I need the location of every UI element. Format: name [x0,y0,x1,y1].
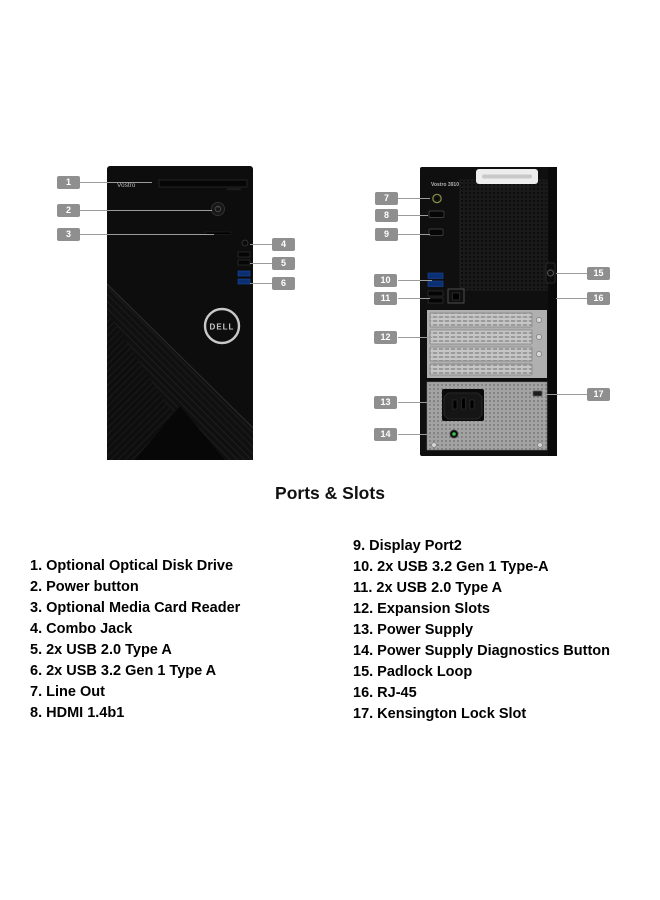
legend-item-12: 12. Expansion Slots [353,601,490,617]
callout-label-12: 12 [374,331,397,344]
callout-line-17 [544,394,587,395]
padlock-loop [545,262,556,284]
callout-label-6: 6 [272,277,295,290]
callout-line-12 [398,337,432,338]
legend-item-6: 6. 2x USB 3.2 Gen 1 Type A [30,663,217,679]
callout-line-8 [398,215,428,216]
media-card-reader [204,231,232,235]
psu-diagnostics-button [449,429,459,439]
optical-disk-drive [158,179,248,191]
dell-logo-text: DELL [210,323,235,332]
legend-item-13: 13. Power Supply [353,622,474,638]
callout-line-11 [398,298,430,299]
callout-label-13: 13 [374,396,397,409]
displayport [428,228,444,236]
callout-line-13 [398,402,438,403]
front-tower-svg: Vostro [106,166,254,460]
back-usb3-ports [427,272,444,287]
callout-label-7: 7 [375,192,398,205]
legend-item-5: 5. 2x USB 2.0 Type A [30,642,172,658]
legend-left-column: 1. Optional Optical Disk Drive 2. Power … [30,556,240,724]
power-supply [426,381,548,451]
callout-label-5: 5 [272,257,295,270]
callout-line-3 [80,234,214,235]
legend-item-15: 15. Padlock Loop [353,664,473,680]
callout-line-15 [556,273,587,274]
legend-item-2: 2. Power button [30,579,139,595]
callout-line-5 [250,263,272,264]
callout-label-4: 4 [272,238,295,251]
legend-item-17: 17. Kensington Lock Slot [353,706,527,722]
power-button [211,202,225,216]
line-out-jack [432,193,442,204]
legend-item-14: 14. Power Supply Diagnostics Button [353,643,611,659]
expansion-slots [427,310,547,378]
front-brand-label: Vostro [117,182,136,189]
callout-line-1 [80,182,152,183]
legend-item-9: 9. Display Port2 [353,538,462,554]
callout-line-16 [556,298,587,299]
back-tower-svg: Vostro 3910 [420,167,557,456]
callout-label-14: 14 [374,428,397,441]
back-model-label: Vostro 3910 [431,182,459,188]
back-frame-edge [548,167,557,456]
callout-line-2 [80,210,212,211]
vent-grille [459,179,548,291]
back-usb2-ports [427,290,444,304]
callout-label-9: 9 [375,228,398,241]
legend-item-4: 4. Combo Jack [30,621,133,637]
callout-label-10: 10 [374,274,397,287]
legend-item-11: 11. 2x USB 2.0 Type A [353,580,503,596]
legend-item-1: 1. Optional Optical Disk Drive [30,558,234,574]
legend-item-3: 3. Optional Media Card Reader [30,600,241,616]
callout-line-7 [398,198,430,199]
callout-label-2: 2 [57,204,80,217]
rj45-port [447,288,465,304]
callout-line-14 [398,434,448,435]
front-usb2-ports [237,251,251,266]
callout-label-17: 17 [587,388,610,401]
dell-logo: DELL [203,307,241,345]
section-title: Ports & Slots [275,483,385,503]
callout-label-15: 15 [587,267,610,280]
legend-item-10: 10. 2x USB 3.2 Gen 1 Type-A [353,559,549,575]
callout-label-1: 1 [57,176,80,189]
front-tower-image: Vostro [106,166,254,465]
top-handle [476,169,538,184]
kensington-lock-slot [532,390,543,397]
combo-jack [241,239,249,247]
callout-label-16: 16 [587,292,610,305]
front-chevron [135,406,225,460]
callout-label-3: 3 [57,228,80,241]
front-texture-seam [106,283,254,429]
callout-line-4 [250,244,272,245]
legend-item-8: 8. HDMI 1.4b1 [30,705,125,721]
legend-right-column: 9. Display Port2 10. 2x USB 3.2 Gen 1 Ty… [353,536,610,725]
legend-item-16: 16. RJ-45 [353,685,417,701]
callout-line-6 [250,283,272,284]
callout-line-10 [398,280,432,281]
psu-divider [427,378,547,382]
callout-line-9 [398,234,430,235]
hdmi-port [428,210,445,218]
callout-label-11: 11 [374,292,397,305]
callout-label-8: 8 [375,209,398,222]
legend-item-7: 7. Line Out [30,684,105,700]
front-usb3-ports [237,270,251,285]
back-tower-image: Vostro 3910 [420,167,557,461]
